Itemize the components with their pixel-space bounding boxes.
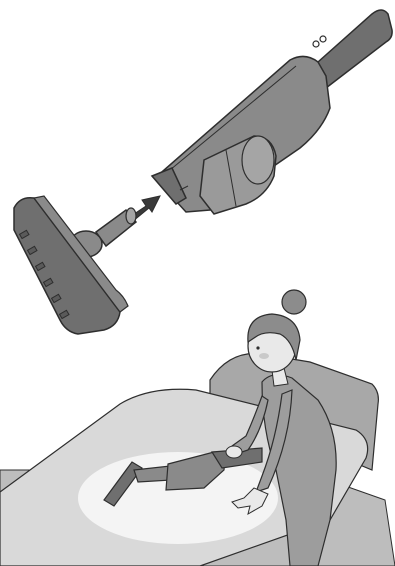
person-cheek: [259, 353, 269, 359]
person-hair-bun: [282, 290, 306, 314]
floor-nozzle-icon: [14, 196, 136, 334]
person-eye: [256, 346, 259, 349]
mode-button: [320, 36, 326, 42]
woman-cleaning-bed-icon: [0, 290, 395, 566]
power-button: [313, 41, 319, 47]
dust-cup-end: [242, 136, 274, 184]
handheld-vacuum-icon: [152, 10, 392, 214]
